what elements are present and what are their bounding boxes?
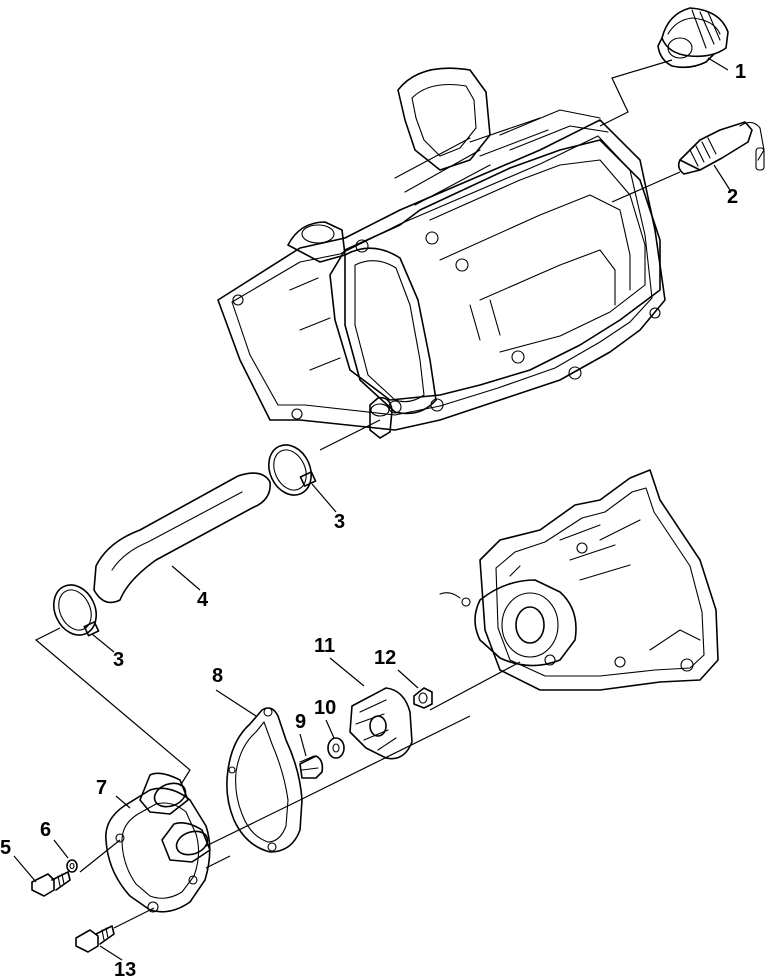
- callout-7: 7: [96, 777, 107, 799]
- part-hose-clamp-upper: [268, 444, 317, 496]
- callout-13: 13: [114, 959, 136, 979]
- part-coolant-hose: [93, 472, 271, 604]
- callout-11: 11: [314, 635, 335, 657]
- callout-3-lower: 3: [113, 649, 124, 671]
- cylinder-head-assembly: [217, 67, 666, 439]
- part-bolt-upper: [31, 871, 71, 897]
- leader-lines: [13, 57, 731, 961]
- callout-1: 1: [735, 61, 746, 83]
- part-temperature-sender: [677, 121, 765, 175]
- part-pump-gasket: [226, 707, 303, 853]
- part-bolt-lower: [75, 925, 115, 953]
- part-hose-clamp-lower: [53, 584, 100, 637]
- part-water-pump-cover: [105, 772, 211, 913]
- callout-2: 2: [727, 186, 738, 208]
- callout-5: 5: [0, 837, 11, 859]
- part-cap: [657, 7, 729, 69]
- crankcase-assembly: [439, 469, 719, 691]
- callout-4: 4: [197, 589, 209, 611]
- callout-3-upper: 3: [334, 511, 345, 533]
- callout-labels: 1 2 3 4 3 8 9 10 11 12 7 6 5 13: [0, 61, 746, 979]
- part-mechanical-seal: [299, 755, 324, 779]
- callout-6: 6: [40, 819, 51, 841]
- callout-9: 9: [295, 711, 306, 733]
- part-washer: [327, 737, 345, 759]
- callout-8: 8: [212, 665, 223, 687]
- part-impeller: [349, 687, 413, 760]
- callout-12: 12: [374, 647, 396, 669]
- callout-10: 10: [314, 697, 336, 719]
- part-impeller-nut: [413, 687, 433, 709]
- part-washer-small: [66, 859, 78, 873]
